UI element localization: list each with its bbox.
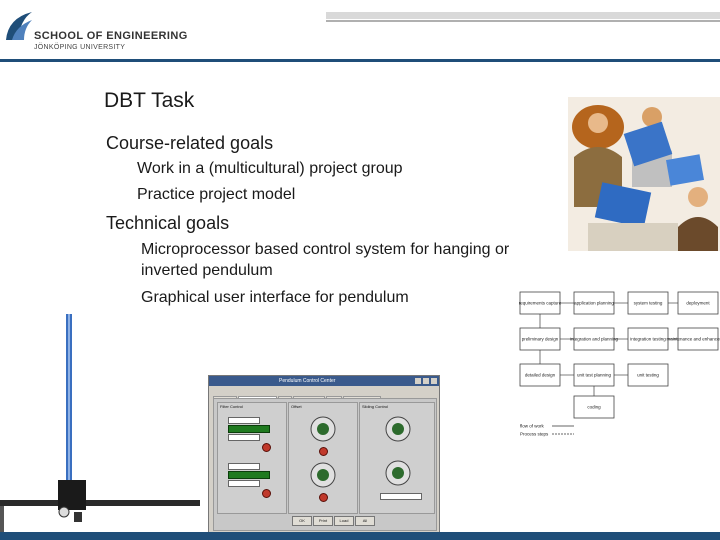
offset-section: Offset (288, 402, 358, 514)
sliding-knob-icon[interactable] (384, 415, 412, 443)
gui-control-panel: Filter Control Offset Sliding Cont (213, 398, 437, 531)
filter-indicator (228, 471, 270, 479)
pendulum-photo (0, 314, 200, 540)
flow-box: deployment (677, 291, 719, 315)
flow-box: integration testing (627, 327, 669, 351)
flow-box-label: unit test planning (577, 373, 612, 378)
gui-titlebar: Pendulum Control Center (209, 376, 439, 386)
section-label: Filter Control (220, 404, 243, 409)
stop-icon[interactable] (262, 489, 271, 498)
header-divider (0, 59, 720, 62)
gui-tab-bar: SYSTEMSYSTEM ControlITCTTY ConnectHelpMe… (213, 389, 437, 406)
flow-box-label: integration and planning (570, 337, 619, 342)
stop-icon[interactable] (319, 447, 328, 456)
ok-button[interactable]: OK (292, 516, 312, 526)
header: SCHOOL OF ENGINEERING JÖNKÖPING UNIVERSI… (0, 0, 720, 60)
flow-box: system testing (627, 291, 669, 315)
flow-box-label: coding (587, 405, 601, 410)
university-logo-icon (6, 12, 32, 40)
goal-heading-technical: Technical goals (106, 213, 230, 233)
goal-item: inverted pendulum (141, 262, 273, 279)
offset-knob-icon[interactable] (309, 415, 337, 443)
goal-heading-course: Course-related goals (106, 133, 274, 153)
stop-icon[interactable] (319, 493, 328, 502)
flow-box-label: requirements capture (519, 301, 562, 306)
sliding-knob-icon[interactable] (384, 459, 412, 487)
flow-box: coding (573, 395, 615, 419)
window-controls-icon[interactable] (415, 377, 437, 385)
filter-field[interactable] (228, 434, 260, 441)
flow-box: application planning (573, 291, 615, 315)
flow-box-label: integration testing (630, 337, 666, 342)
gui-title: Pendulum Control Center (279, 378, 336, 384)
header-decor-bar (326, 12, 720, 19)
flow-box: detailed design (519, 363, 561, 387)
flow-box-label: unit testing (637, 373, 659, 378)
flow-box: integration and planning (570, 327, 619, 351)
flow-box: unit testing (627, 363, 669, 387)
filter-control-section: Filter Control (217, 402, 287, 514)
print-button[interactable]: Print (313, 516, 333, 526)
flow-box: unit test planning (573, 363, 615, 387)
flow-box-label: deployment (686, 301, 710, 306)
flow-box: preliminary design (519, 327, 561, 351)
filter-indicator (228, 425, 270, 433)
goal-item: Microprocessor based control system for … (141, 241, 510, 258)
goal-item: Graphical user interface for pendulum (141, 289, 409, 306)
flow-box-label: system testing (634, 301, 663, 306)
flow-box-label: application planning (574, 301, 614, 306)
team-meeting-clipart (568, 97, 720, 251)
pendulum-gui-window: Pendulum Control Center SYSTEMSYSTEM Con… (208, 375, 440, 534)
filter-field[interactable] (228, 417, 260, 424)
flow-box-label: detailed design (525, 373, 556, 378)
sliding-field[interactable] (380, 493, 422, 500)
stop-icon[interactable] (262, 443, 271, 452)
flow-box-label: preliminary design (522, 337, 559, 342)
section-label: Sliding Control (362, 404, 389, 409)
filter-field[interactable] (228, 463, 260, 470)
flow-box-label: maintenance and enhancement (666, 337, 720, 342)
project-model-flowchart: requirements capture application planning… (519, 291, 720, 437)
slide-title: DBT Task (104, 89, 195, 112)
goal-item: Work in a (multicultural) project group (137, 160, 403, 177)
load-button[interactable]: Load (334, 516, 354, 526)
goal-item: Practice project model (137, 186, 296, 203)
legend-label: Process steps (520, 432, 549, 437)
all-button[interactable]: All (355, 516, 375, 526)
university-name: JÖNKÖPING UNIVERSITY (34, 44, 126, 51)
sliding-control-section: Sliding Control (359, 402, 435, 514)
flow-box: maintenance and enhancement (666, 327, 720, 351)
legend-label: flow of work (520, 424, 545, 429)
footer-bar (0, 532, 720, 540)
section-label: Offset (291, 404, 302, 409)
filter-field[interactable] (228, 480, 260, 487)
header-decor-line (326, 20, 720, 22)
flow-box: requirements capture (519, 291, 562, 315)
offset-knob-icon[interactable] (309, 461, 337, 489)
school-name: SCHOOL OF ENGINEERING (34, 30, 188, 42)
